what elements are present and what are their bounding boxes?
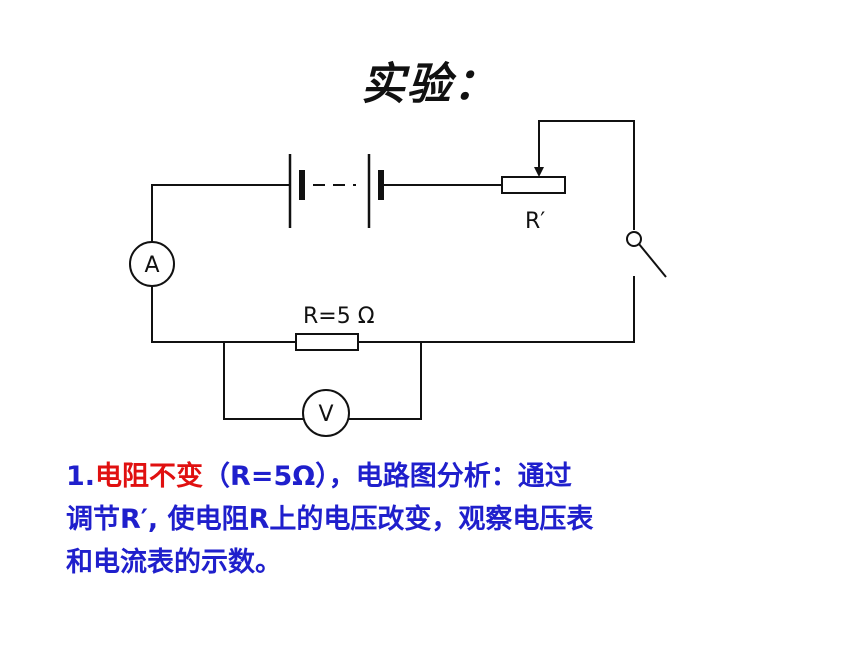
page-title: 实验： — [361, 59, 499, 110]
ammeter-icon — [129, 241, 175, 287]
rheostat-icon — [501, 167, 566, 194]
resistor-icon — [295, 333, 359, 351]
wire-rheostat-slider — [538, 120, 635, 230]
experiment-description: 1.电阻不变（R=5Ω），电路图分析：通过 调节R′, 使电阻R上的电压改变，观… — [66, 455, 766, 584]
wire-left-upper — [151, 184, 290, 242]
voltmeter-label: V — [318, 402, 333, 427]
voltmeter-icon — [302, 389, 350, 437]
wire-bottom-right — [358, 276, 635, 343]
rheostat-label: R′ — [525, 209, 545, 234]
description-line-1: 1.电阻不变（R=5Ω），电路图分析：通过 — [66, 455, 766, 498]
description-line-3: 和电流表的示数。 — [66, 547, 282, 578]
ammeter-label: A — [144, 253, 159, 278]
wire-left-lower — [151, 286, 296, 343]
highlight-text: 电阻不变 — [95, 461, 204, 492]
item-number: 1. — [66, 461, 96, 492]
switch-icon — [626, 231, 667, 278]
resistor-label: R=5 Ω — [303, 304, 375, 329]
wire-voltmeter-branch — [223, 342, 422, 420]
battery-icon — [288, 154, 384, 228]
description-line-2: 调节R′, 使电阻R上的电压改变，观察电压表 — [66, 504, 594, 535]
line1-rest: （R=5Ω），电路图分析：通过 — [203, 461, 572, 492]
